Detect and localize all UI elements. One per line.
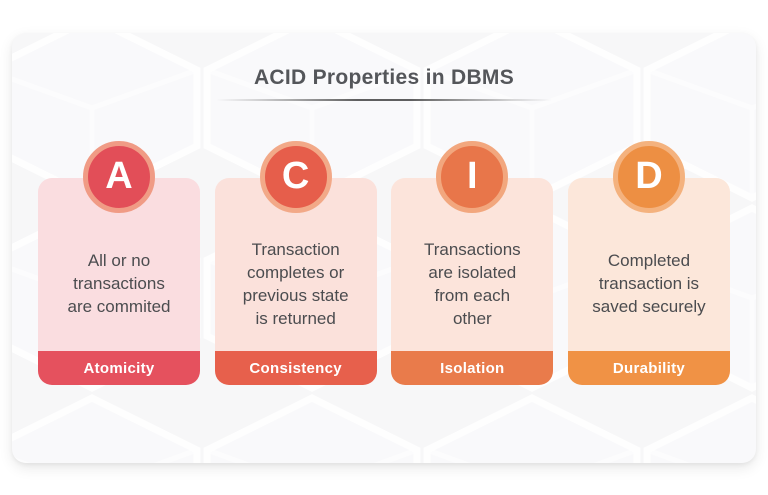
letter-badge-c: C — [259, 141, 332, 213]
card-label-bar: Isolation — [391, 351, 554, 385]
card-label: Durability — [612, 359, 686, 377]
letter-badge-i: I — [436, 141, 509, 213]
badge-letter: A — [105, 155, 133, 197]
card-description: Transaction completes or previous state … — [242, 239, 349, 328]
card-description: Transactions are isolated from each othe… — [423, 239, 521, 328]
card-label-bar: Durability — [567, 351, 730, 385]
card-consistency: C Transaction completes or previous stat… — [214, 141, 377, 385]
card-label-bar: Consistency — [214, 351, 377, 385]
letter-badge-a: A — [83, 141, 155, 213]
card-atomicity: A All or no transactions are commited At… — [38, 141, 200, 385]
card-description: Completed transaction is saved securely — [592, 251, 706, 316]
card-durability: D Completed transaction is saved securel… — [567, 141, 730, 385]
letter-badge-d: D — [612, 141, 685, 213]
page-title: ACID Properties in DBMS — [253, 66, 515, 89]
badge-letter: C — [281, 155, 310, 197]
card-label: Atomicity — [83, 359, 155, 377]
title-underline — [216, 99, 552, 101]
infographic-panel: ACID Properties in DBMS A All or no tran… — [12, 33, 756, 463]
card-label: Isolation — [440, 359, 505, 377]
panel-content: ACID Properties in DBMS A All or no tran… — [12, 66, 756, 463]
acid-cards: A All or no transactions are commited At… — [12, 141, 756, 385]
card-label: Consistency — [249, 359, 342, 377]
badge-letter: I — [467, 155, 478, 197]
card-description: All or no transactions are commited — [67, 251, 171, 316]
card-body: Transaction completes or previous state … — [214, 178, 377, 351]
card-body: Transactions are isolated from each othe… — [391, 178, 554, 351]
badge-letter: D — [635, 155, 663, 197]
card-isolation: I Transactions are isolated from each ot… — [391, 141, 554, 385]
card-label-bar: Atomicity — [38, 351, 200, 385]
